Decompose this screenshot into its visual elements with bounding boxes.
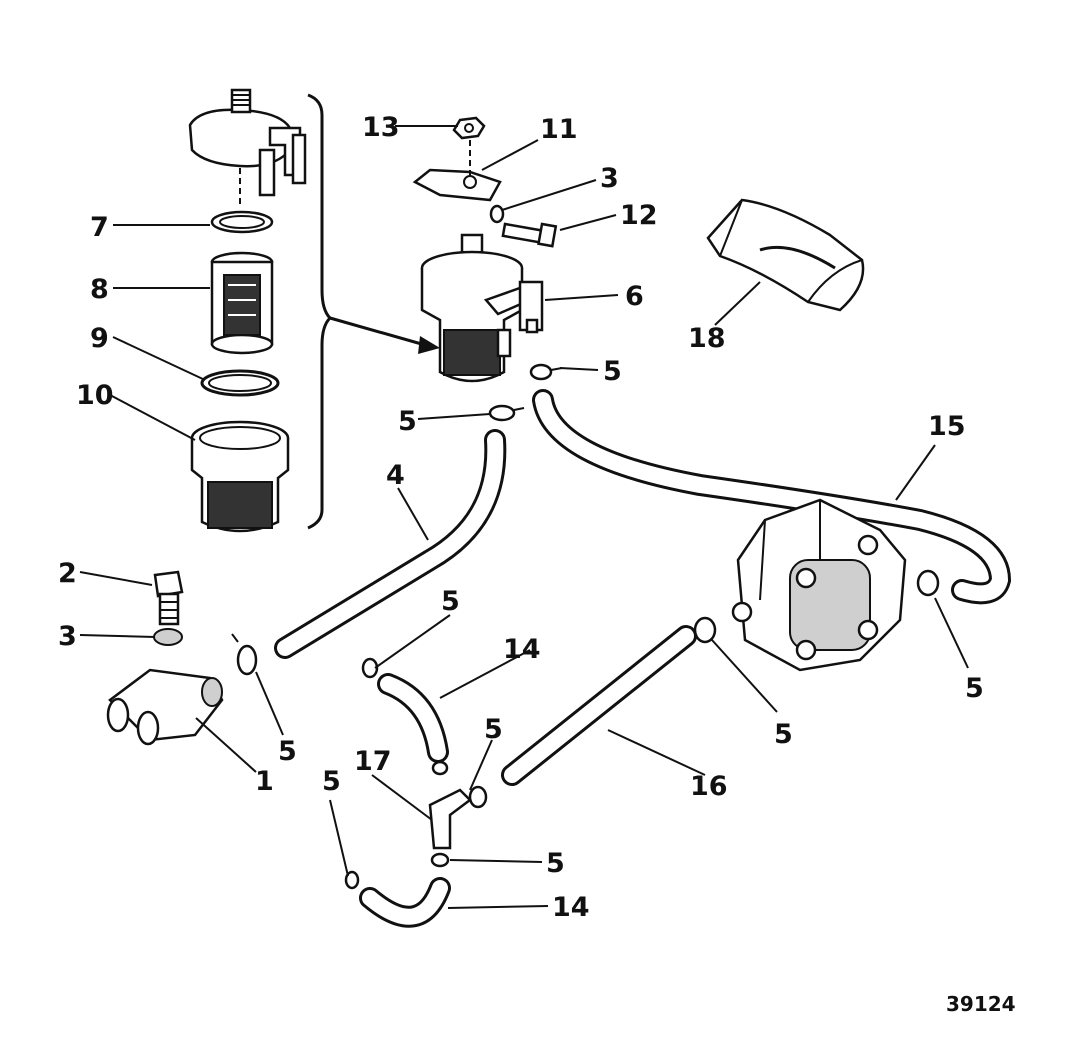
clamp xyxy=(361,657,379,679)
tee-fitting-17 xyxy=(428,760,472,850)
callout-6: 6 xyxy=(625,281,644,312)
callout-8: 8 xyxy=(90,274,109,305)
washer-3-top xyxy=(489,204,505,224)
callout-11: 11 xyxy=(540,114,578,145)
clamp xyxy=(430,852,450,868)
callout-5-pump-right: 5 xyxy=(965,673,984,704)
hose-14-upper xyxy=(377,673,449,763)
filter-bowl-10 xyxy=(190,420,290,533)
leader-lines xyxy=(79,125,969,909)
washer-3-bottom xyxy=(153,628,183,646)
hose-15 xyxy=(532,389,1012,605)
fitting-1 xyxy=(106,668,224,746)
callout-5-filter-right: 5 xyxy=(603,356,622,387)
clamp xyxy=(468,785,488,809)
callout-14-upper: 14 xyxy=(503,634,541,665)
clamp xyxy=(693,616,717,644)
callout-9: 9 xyxy=(90,323,109,354)
filter-o-ring-9 xyxy=(200,369,280,397)
fuel-filter-assembled xyxy=(412,116,558,383)
callout-10: 10 xyxy=(76,380,114,411)
callout-1: 1 xyxy=(255,766,274,797)
callout-18: 18 xyxy=(688,323,726,354)
callout-2: 2 xyxy=(58,558,77,589)
callout-5-filter-left: 5 xyxy=(398,406,417,437)
hose-16 xyxy=(501,625,697,786)
nut-13 xyxy=(452,116,486,140)
callout-5-hose14-top: 5 xyxy=(441,586,460,617)
callout-3-bottom: 3 xyxy=(58,621,77,652)
callout-5-lower-left: 5 xyxy=(322,766,341,797)
callout-7: 7 xyxy=(90,212,109,243)
callout-17: 17 xyxy=(354,746,392,777)
callout-5-tee-bottom: 5 xyxy=(546,848,565,879)
assembly-bracket xyxy=(307,93,333,530)
callout-3-top: 3 xyxy=(600,163,619,194)
filter-bracket-11 xyxy=(412,168,502,202)
callout-5-tee-top: 5 xyxy=(484,714,503,745)
callout-12: 12 xyxy=(620,200,658,231)
clamp xyxy=(529,363,563,381)
callout-13: 13 xyxy=(362,112,400,143)
figure-number: 39124 xyxy=(946,992,1016,1016)
callout-14-lower: 14 xyxy=(552,892,590,923)
callout-labels: 13 11 3 12 7 8 9 10 6 18 5 5 15 4 2 3 5 … xyxy=(58,112,984,923)
filter-exploded-assembly xyxy=(188,88,440,533)
callout-16: 16 xyxy=(690,771,728,802)
hose-4 xyxy=(274,429,507,659)
fuel-pump xyxy=(731,498,907,672)
foam-pad-18 xyxy=(706,198,865,312)
bolt-12 xyxy=(501,222,558,248)
callout-5-pump-inlet: 5 xyxy=(774,719,793,750)
callout-15: 15 xyxy=(928,411,966,442)
bolt-2 xyxy=(153,570,184,626)
hose-14-lower xyxy=(359,877,451,928)
arrow-head xyxy=(418,336,440,354)
callout-5-pump-left: 5 xyxy=(278,736,297,767)
clamp xyxy=(488,404,525,422)
callout-4: 4 xyxy=(386,460,405,491)
clamp xyxy=(916,569,940,597)
clamp xyxy=(231,633,258,676)
clamp xyxy=(344,870,360,890)
filter-element-8 xyxy=(210,251,274,355)
filter-head xyxy=(188,88,307,197)
